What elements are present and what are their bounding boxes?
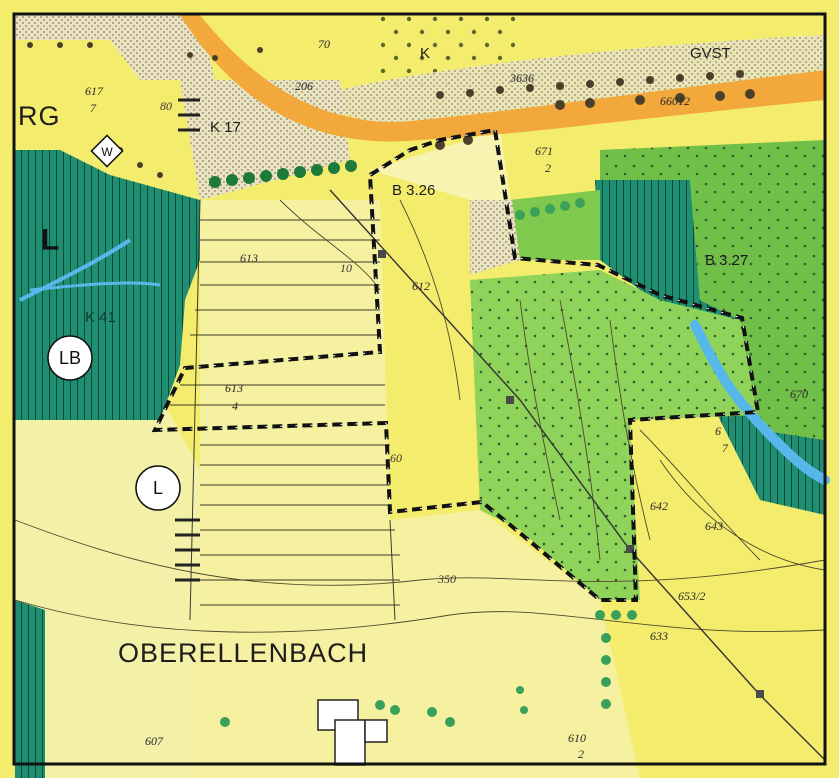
w-diamond-label: W [101, 145, 113, 159]
zone-label-gvst: GVST [690, 45, 731, 62]
plot-653-2: 653/2 [678, 589, 705, 603]
pale-field-center [190, 200, 640, 778]
plot-613: 613 [240, 251, 258, 265]
plot-617-sub: 7 [90, 101, 97, 115]
map-border [12, 12, 827, 766]
plot-613-4: 613 [225, 381, 243, 395]
zone-label-b326: B 3.26 [392, 182, 435, 199]
contour-label-60: 60 [390, 451, 402, 465]
zone-label-b327: B 3.27 [705, 252, 748, 269]
zone-label-k41: K 41 [85, 309, 116, 326]
zone-label-k17: K 17 [210, 119, 241, 136]
plot-610: 610 [568, 731, 586, 745]
tree-row-road [27, 42, 755, 178]
plot-70: 70 [318, 37, 330, 51]
plot-613-4-sub: 4 [232, 399, 238, 413]
zone-label-k: K [420, 45, 430, 62]
plot-617: 617 [85, 84, 104, 98]
lb-circle-symbol: LB [47, 335, 93, 381]
plot-643: 643 [705, 519, 723, 533]
forest-southwest [15, 600, 45, 778]
stream-west [19, 238, 132, 302]
stream-west-2 [29, 281, 161, 292]
road-shoulder [340, 35, 825, 122]
place-label-oberellenbach: OBERELLENBACH [118, 638, 368, 668]
green-area-north-pocket [510, 190, 600, 260]
tree-row-top [209, 160, 357, 188]
hatch-ticks-west [175, 98, 200, 582]
plot-671-sub: 2 [545, 161, 551, 175]
plot-6-7-sub: 7 [722, 441, 729, 455]
contour-lines [14, 199, 826, 633]
plot-610-sub: 2 [578, 747, 584, 761]
plot-206: 206 [295, 79, 313, 93]
lb-circle-label: LB [59, 348, 81, 368]
settled-area-small [470, 200, 520, 275]
l-circle-symbol: L [135, 465, 181, 511]
settled-area-top-left [15, 15, 215, 80]
place-label-edge: RG [18, 101, 61, 131]
w-diamond-symbol: W [90, 134, 124, 168]
green-area-northeast-dots [600, 140, 825, 440]
plot-3636: 3636 [509, 71, 534, 85]
l-circle-label: L [153, 478, 163, 498]
contour-label-10: 10 [340, 261, 352, 275]
tree-row-green [220, 198, 637, 727]
plot-612: 612 [412, 279, 430, 293]
green-area-central-dots [470, 270, 760, 600]
forest-symbol-l: L [41, 224, 59, 257]
plot-642: 642 [650, 499, 668, 513]
plot-671: 671 [535, 144, 553, 158]
plan-boundary [151, 127, 761, 602]
survey-markers [378, 250, 764, 698]
plot-6-7: 6 [715, 424, 721, 438]
buildings-south [317, 699, 388, 766]
plot-670: 670 [790, 387, 808, 401]
main-road [180, 15, 825, 142]
contour-label-350: 350 [437, 572, 456, 586]
plot-633: 633 [650, 629, 668, 643]
contour-label-80: 80 [160, 99, 172, 113]
field-strips [170, 199, 400, 621]
plot-607: 607 [145, 734, 164, 748]
plot-66012: 66012 [660, 94, 690, 108]
